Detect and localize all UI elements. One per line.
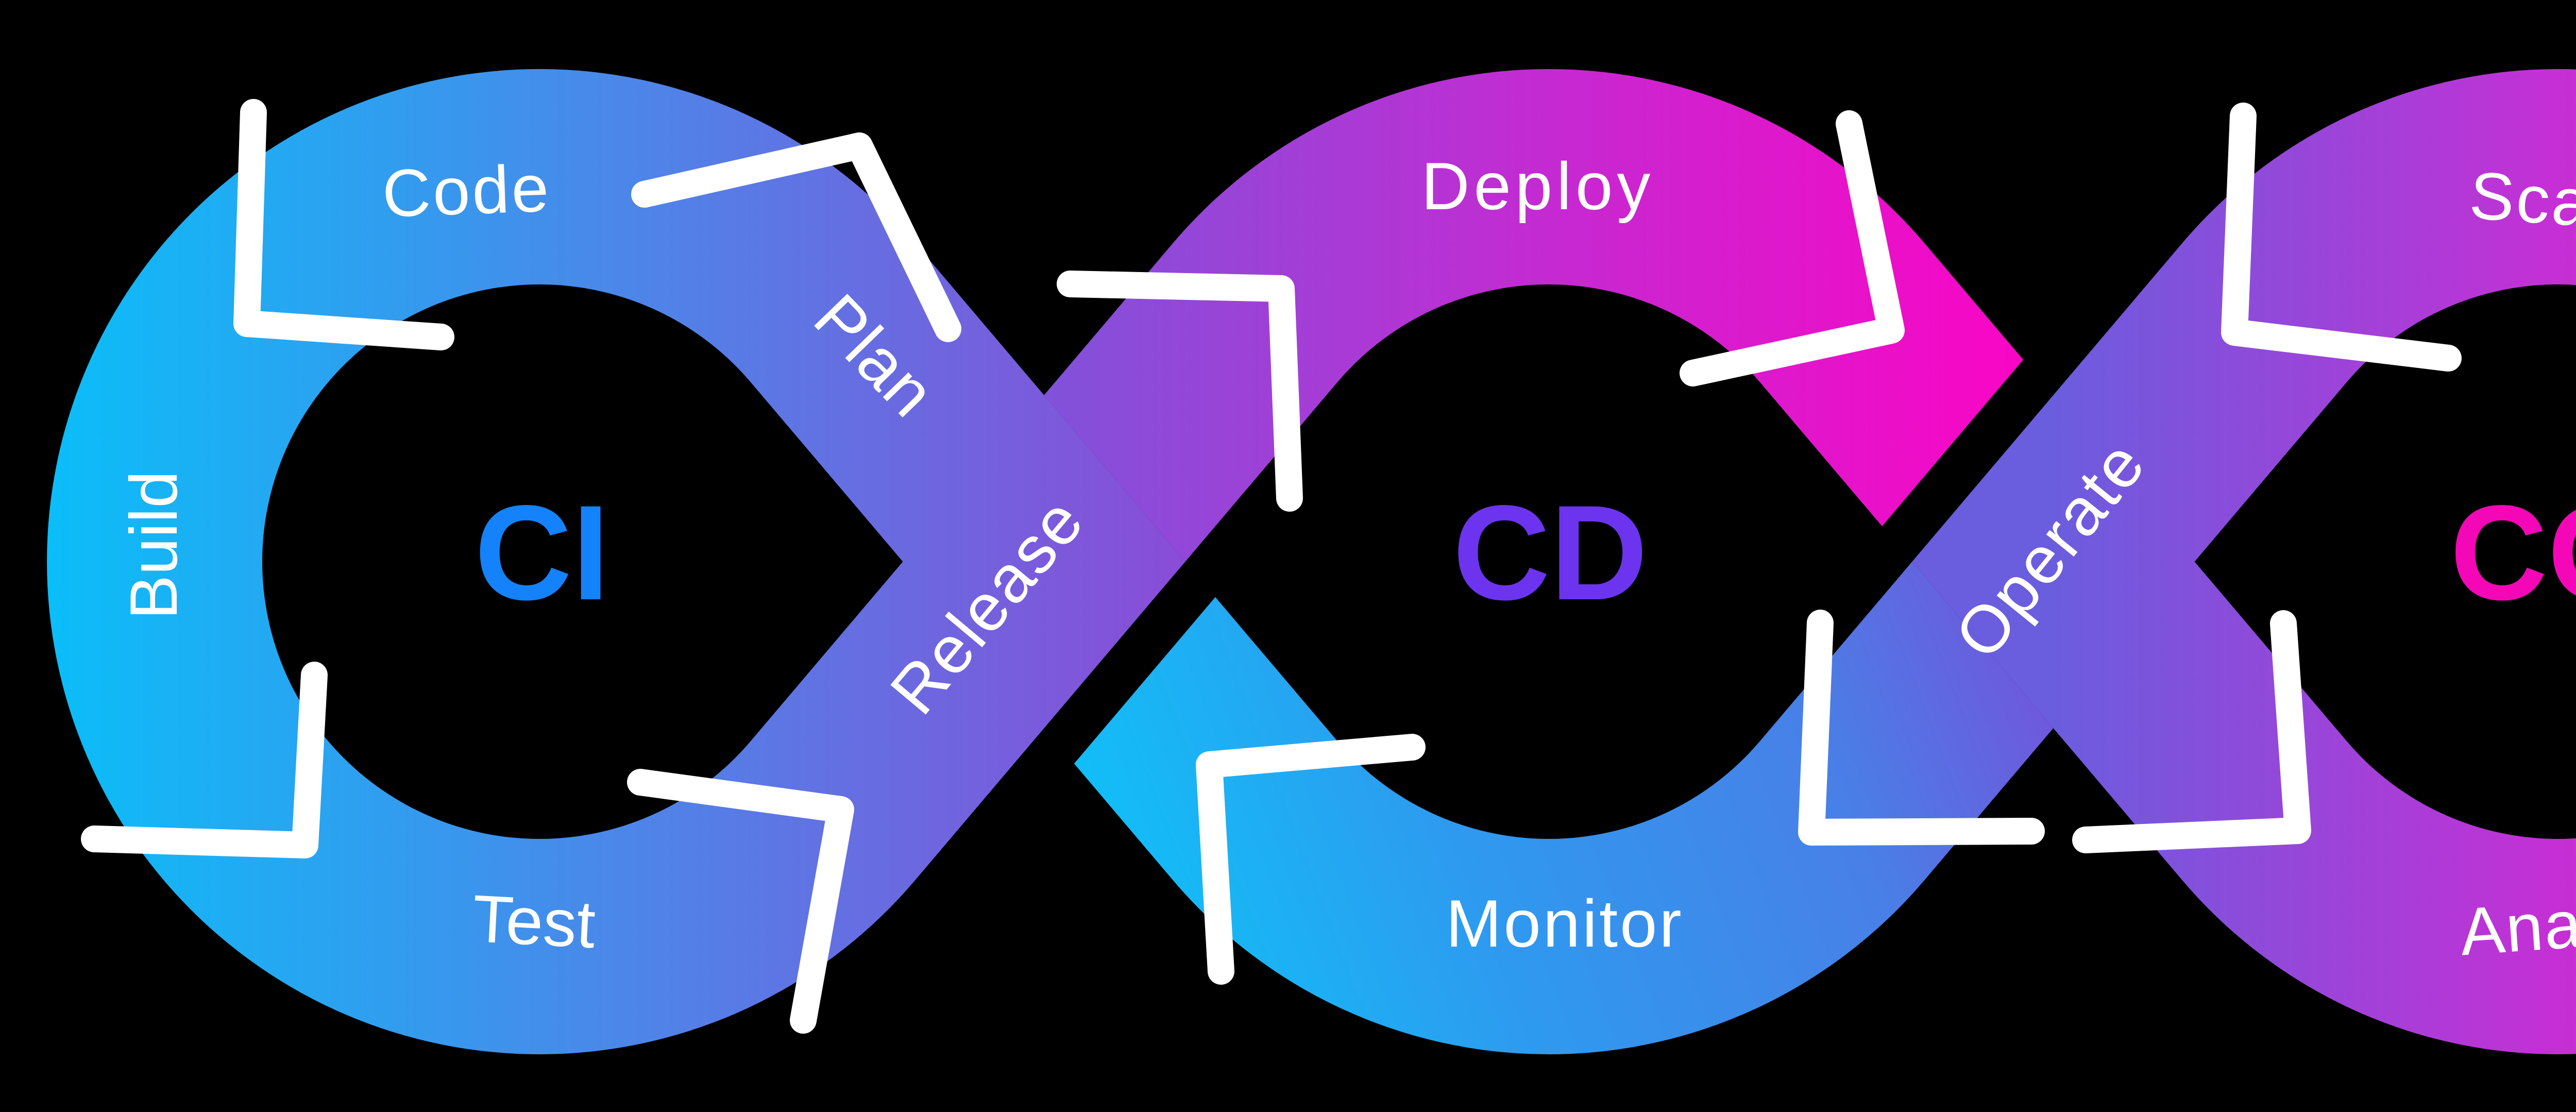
svg-text:Deploy: Deploy [1421, 148, 1655, 224]
svg-text:CI: CI [474, 477, 609, 628]
svg-text:Code: Code [381, 150, 552, 231]
svg-text:CD: CD [1453, 477, 1648, 628]
svg-text:Test: Test [470, 881, 597, 962]
svg-text:CO: CO [2450, 477, 2576, 628]
svg-text:Scale: Scale [2467, 157, 2576, 245]
svg-text:Monitor: Monitor [1446, 886, 1683, 961]
svg-text:Analyze: Analyze [2458, 878, 2576, 970]
svg-text:Build: Build [116, 470, 191, 619]
